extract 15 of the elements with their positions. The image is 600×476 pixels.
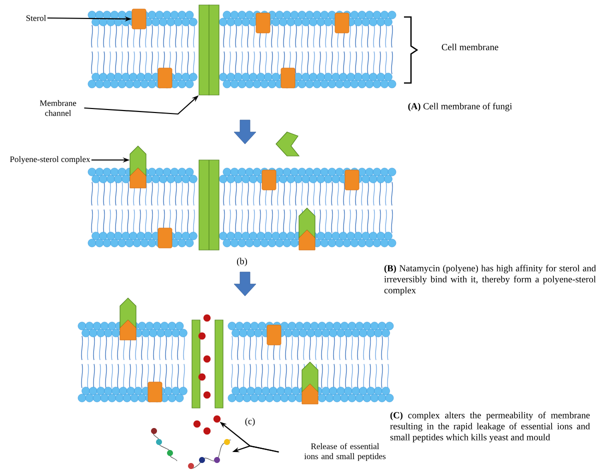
callout-text: Membrane channel (40, 100, 76, 116)
label: Cell membrane (442, 44, 498, 50)
caption: (C) complex alters the permeability of membrane resulting in the rapid leakage of essential ions and small peptides which kills yeast and mould (390, 412, 590, 442)
callout-text: Polyene-sterol complex (10, 156, 90, 164)
callout-text: Release of essential ions and small peptides (304, 443, 386, 461)
polyene-sterol-complex (130, 146, 146, 188)
ion-dot (213, 415, 221, 423)
peptide-chain (188, 439, 232, 469)
panel-label: (c) (245, 418, 255, 426)
caption: (B) Natamycin (polyene) has high affinity for sterol and irreversibly bind with it, thereby form a polyene-sterol complex (384, 264, 596, 296)
caption: (A) Cell membrane of fungi (408, 102, 512, 112)
membrane-channel (198, 4, 220, 96)
callout-text: Sterol (26, 15, 46, 21)
panel-label: (b) (237, 258, 247, 266)
sterol-block (132, 8, 146, 30)
